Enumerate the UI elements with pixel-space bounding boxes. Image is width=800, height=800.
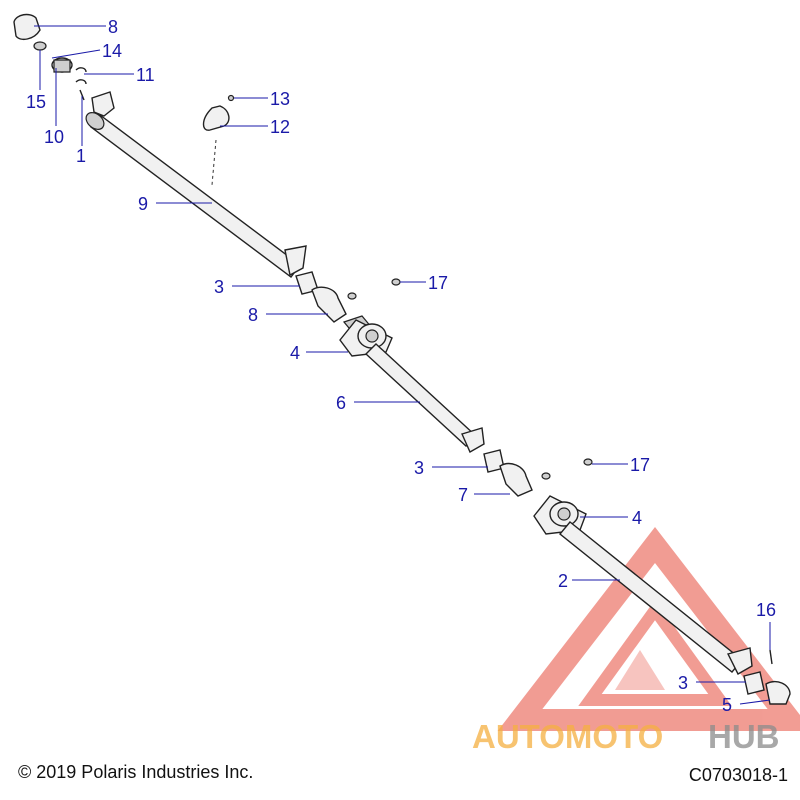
callout-label: 5 <box>722 695 732 715</box>
callout-label: 4 <box>290 343 300 363</box>
callout-label: 2 <box>558 571 568 591</box>
callout-label: 17 <box>630 455 650 475</box>
callout-label: 3 <box>678 673 688 693</box>
driveshaft-middle <box>364 343 485 453</box>
center-bearing-1 <box>339 315 393 357</box>
callout-label: 7 <box>458 485 468 505</box>
watermark-logo <box>497 526 800 731</box>
callout-label: 9 <box>138 194 148 214</box>
center-ujoint-1 <box>295 271 357 323</box>
watermark-text-primary: AUTOMOTO <box>472 718 663 755</box>
callout-label: 1 <box>76 146 86 166</box>
watermark-text-secondary: HUB <box>708 718 780 755</box>
callout-label: 12 <box>270 117 290 137</box>
front-yoke-assembly <box>13 13 87 101</box>
callout-label: 13 <box>270 89 290 109</box>
callout-label: 3 <box>414 458 424 478</box>
callout-label: 11 <box>136 65 155 85</box>
dashed-leader <box>211 139 217 186</box>
callout-label: 3 <box>214 277 224 297</box>
callout-label: 8 <box>248 305 258 325</box>
callout-label: 6 <box>336 393 346 413</box>
callout-labels: 8 14 11 15 10 1 13 12 9 3 17 8 4 6 3 17 … <box>26 17 776 715</box>
callout-label: 16 <box>756 600 776 620</box>
clip-part <box>202 105 230 131</box>
center-ujoint-2 <box>391 278 593 497</box>
watermark-wordmark: AUTOMOTO HUB <box>472 718 780 755</box>
callout-label: 10 <box>44 127 64 147</box>
callout-label: 4 <box>632 508 642 528</box>
diagram-code: C0703018-1 <box>688 765 788 785</box>
callout-label: 8 <box>108 17 118 37</box>
callout-label: 17 <box>428 273 448 293</box>
screw-part <box>227 94 235 102</box>
copyright-notice: © 2019 Polaris Industries Inc. <box>18 762 254 782</box>
rear-ujoint <box>743 649 791 705</box>
callout-label: 15 <box>26 92 46 112</box>
callout-label: 14 <box>102 41 122 61</box>
driveshaft-rear <box>559 521 753 675</box>
leader-lines <box>34 25 771 705</box>
driveshaft-front <box>85 91 307 278</box>
